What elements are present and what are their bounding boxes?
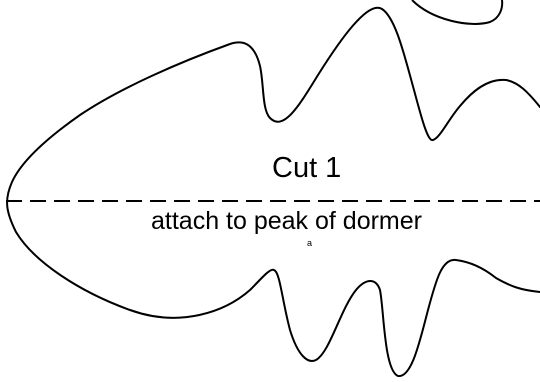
cut-count-label: Cut 1 (272, 152, 342, 184)
small-mark-label: a (307, 238, 313, 248)
attachment-instruction: attach to peak of dormer (151, 207, 422, 235)
leaf-pattern-outline (6, 6, 540, 377)
partial-lobe-outline (411, 0, 504, 25)
